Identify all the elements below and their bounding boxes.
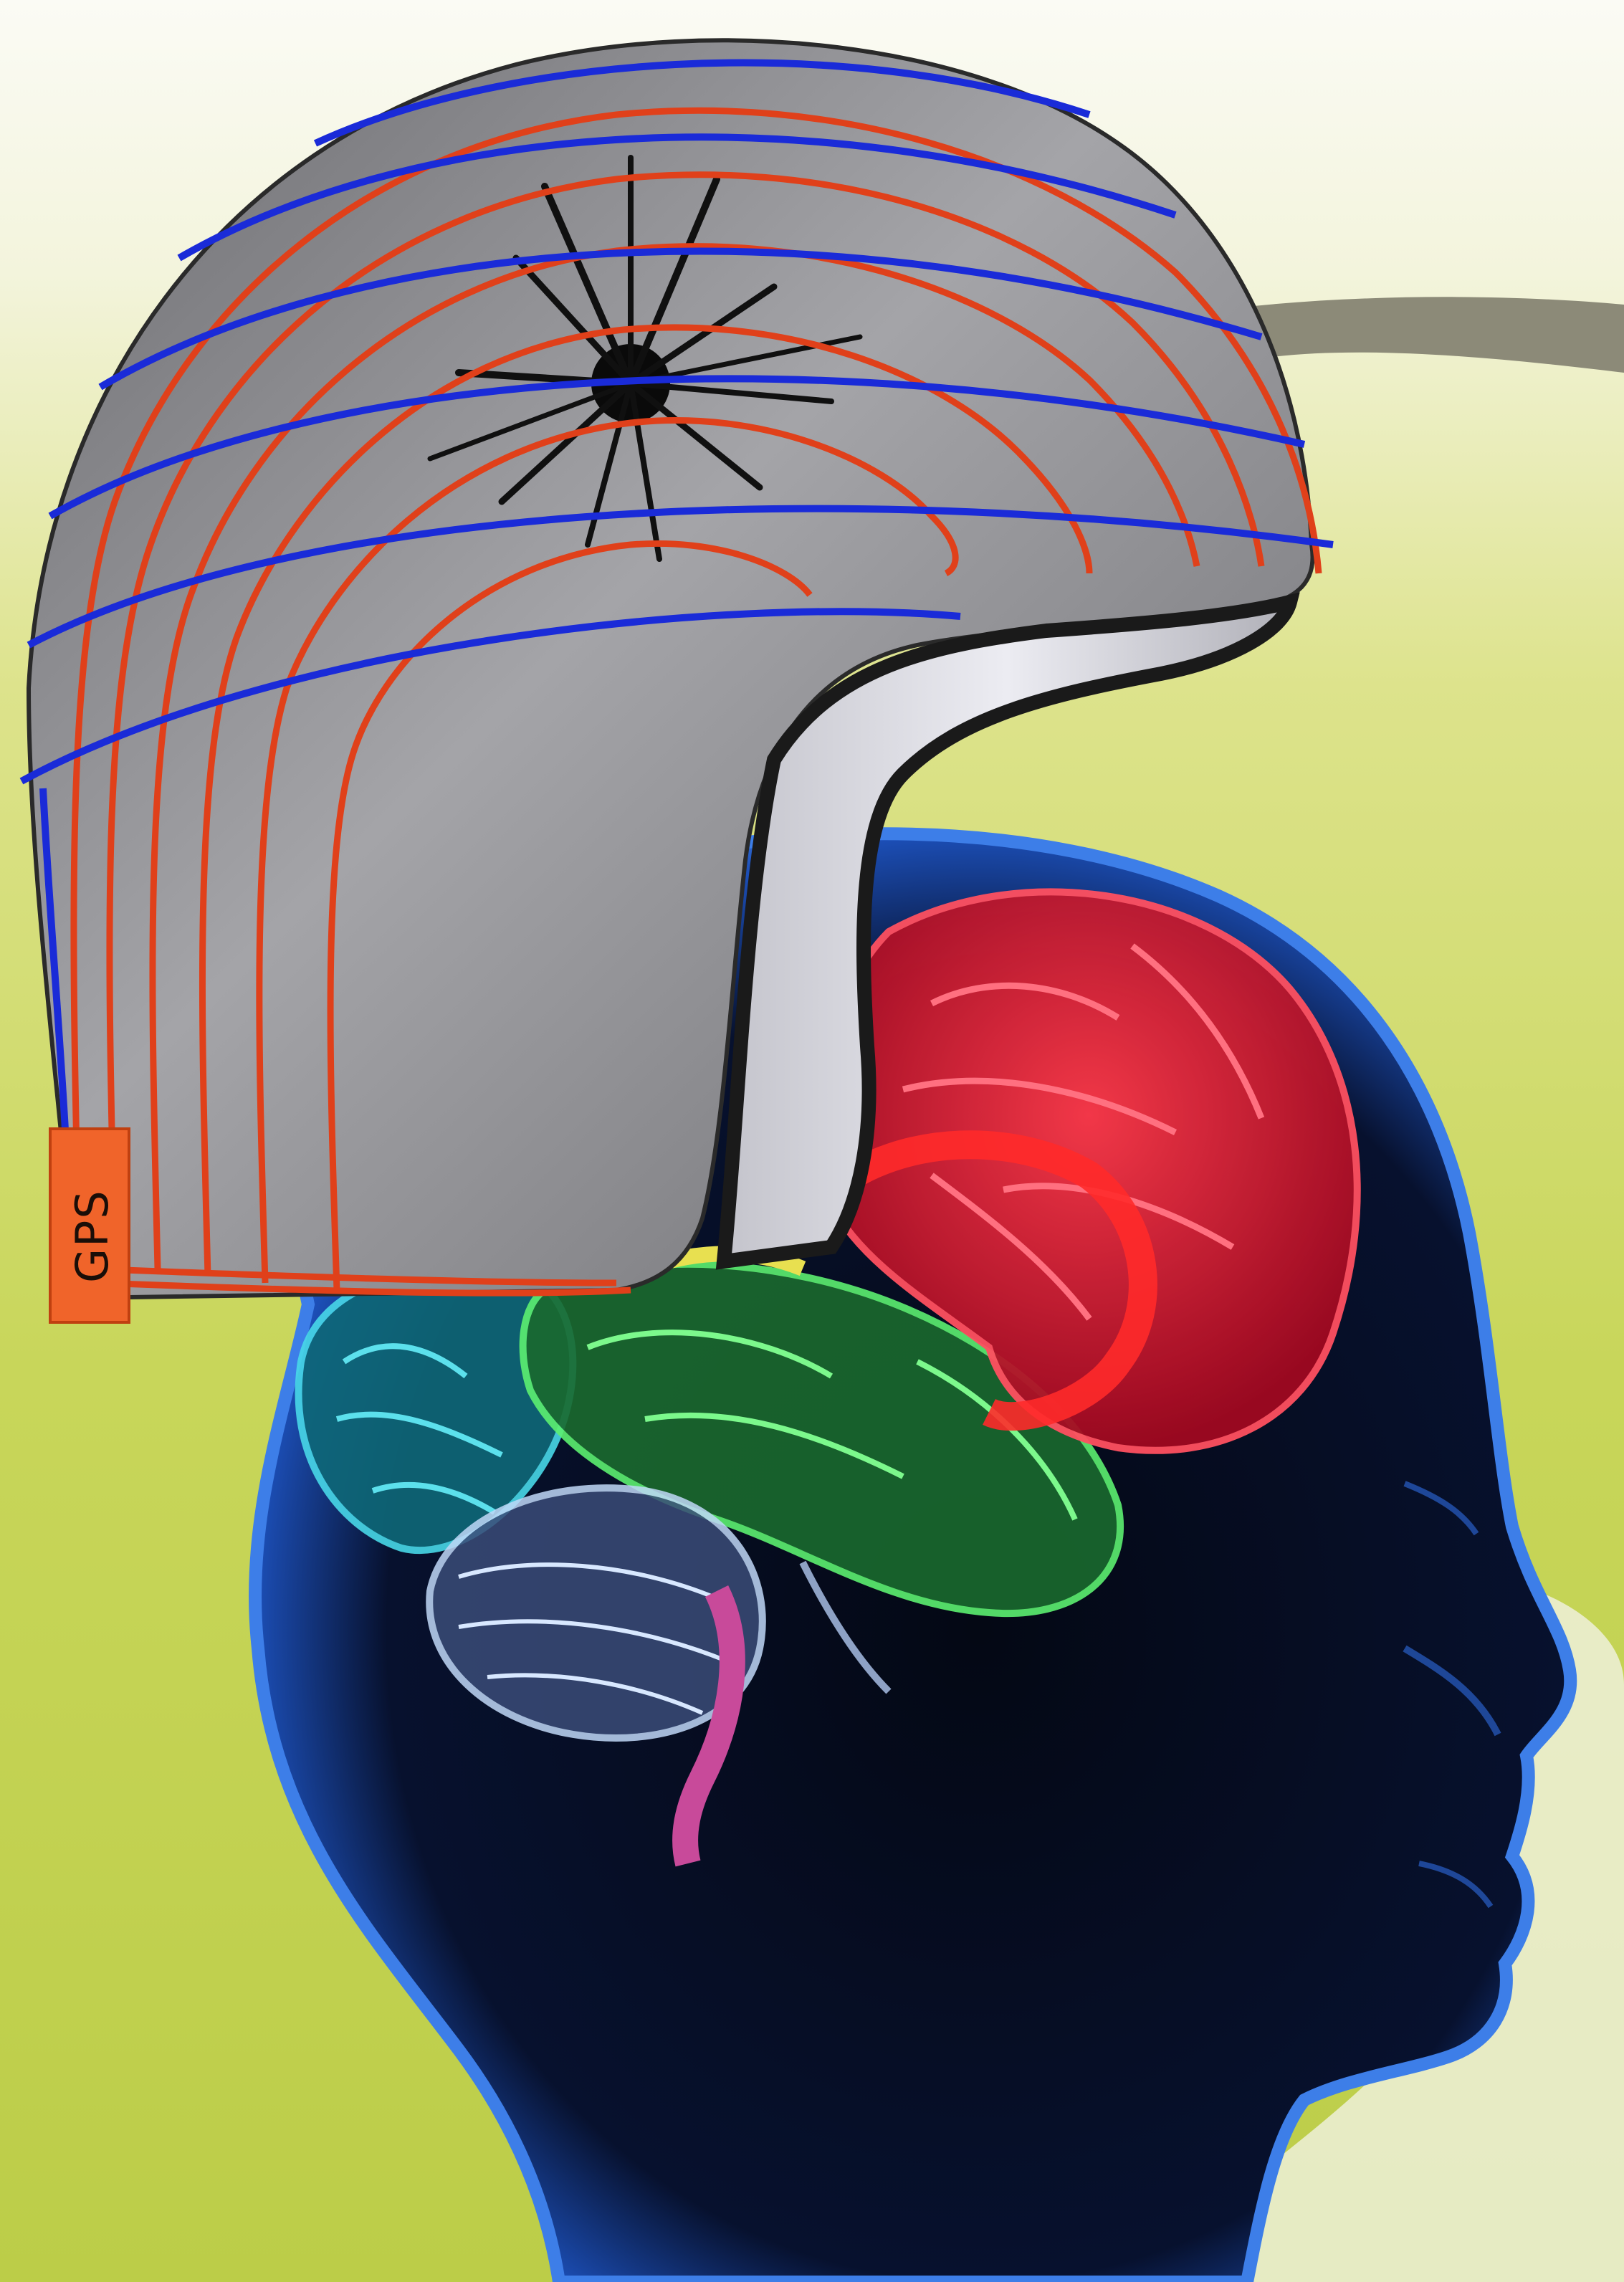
- gps-tag-icon: GPS: [50, 1129, 129, 1322]
- gps-label: GPS: [66, 1189, 118, 1283]
